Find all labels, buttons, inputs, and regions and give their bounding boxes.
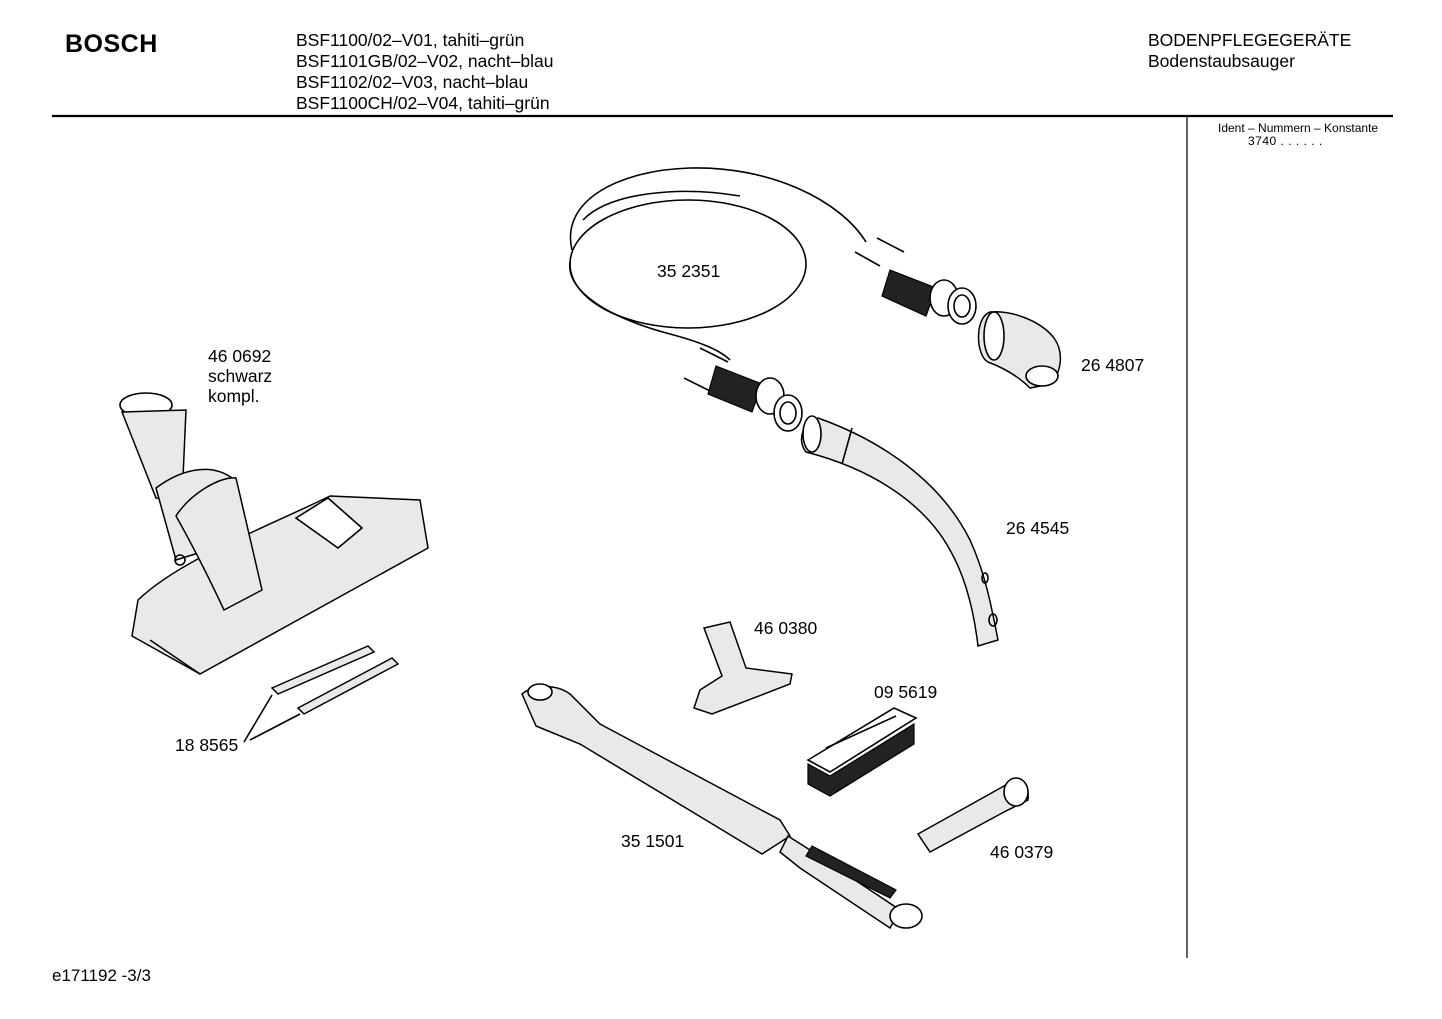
category-title: BODENPFLEGEGERÄTE [1148,30,1352,50]
part-number-telescopic-tube: 35 1501 [621,831,685,851]
hose-drawing [569,167,977,432]
part-number-handle: 26 4545 [1006,518,1070,538]
category-block: BODENPFLEGEGERÄTE Bodenstaubsauger [1148,30,1351,72]
model-line: BSF1100CH/02–V04, tahiti–grün [296,93,550,113]
part-note-complete: kompl. [208,386,260,406]
part-number-hose: 35 2351 [657,261,721,281]
model-list: BSF1100/02–V01, tahiti–grün BSF1101GB/02… [296,30,554,114]
brand-logo: BOSCH [65,30,158,58]
ident-values: 3740 . . . . . . [1248,134,1323,148]
part-label-floor-nozzle: 46 0692 schwarz kompl. [208,346,272,406]
model-line: BSF1101GB/02–V02, nacht–blau [296,51,554,71]
upholstery-nozzle-drawing [693,621,793,715]
elbow-drawing [977,311,1062,389]
category-subtitle: Bodenstaubsauger [1148,51,1295,71]
model-line: BSF1102/02–V03, nacht–blau [296,72,529,92]
handle-drawing [800,415,999,647]
part-number-elbow: 26 4807 [1081,355,1145,375]
part-number-floor-nozzle: 46 0692 [208,346,272,366]
floor-nozzle-drawing [119,392,429,675]
model-line: BSF1100/02–V01, tahiti–grün [296,30,525,50]
part-number-brush: 09 5619 [874,682,938,702]
telescopic-tube-drawing [521,683,923,930]
ident-title: Ident – Nummern – Konstante [1218,121,1379,135]
strips-drawing [243,645,400,743]
part-number-crevice-nozzle: 46 0379 [990,842,1054,862]
part-number-upholstery-nozzle: 46 0380 [754,618,818,638]
part-number-strips: 18 8565 [175,735,239,755]
drawing-code: e171192 -3/3 [52,966,151,985]
part-note-color: schwarz [208,366,273,386]
crevice-nozzle-drawing [916,777,1029,853]
brush-drawing [806,707,918,797]
